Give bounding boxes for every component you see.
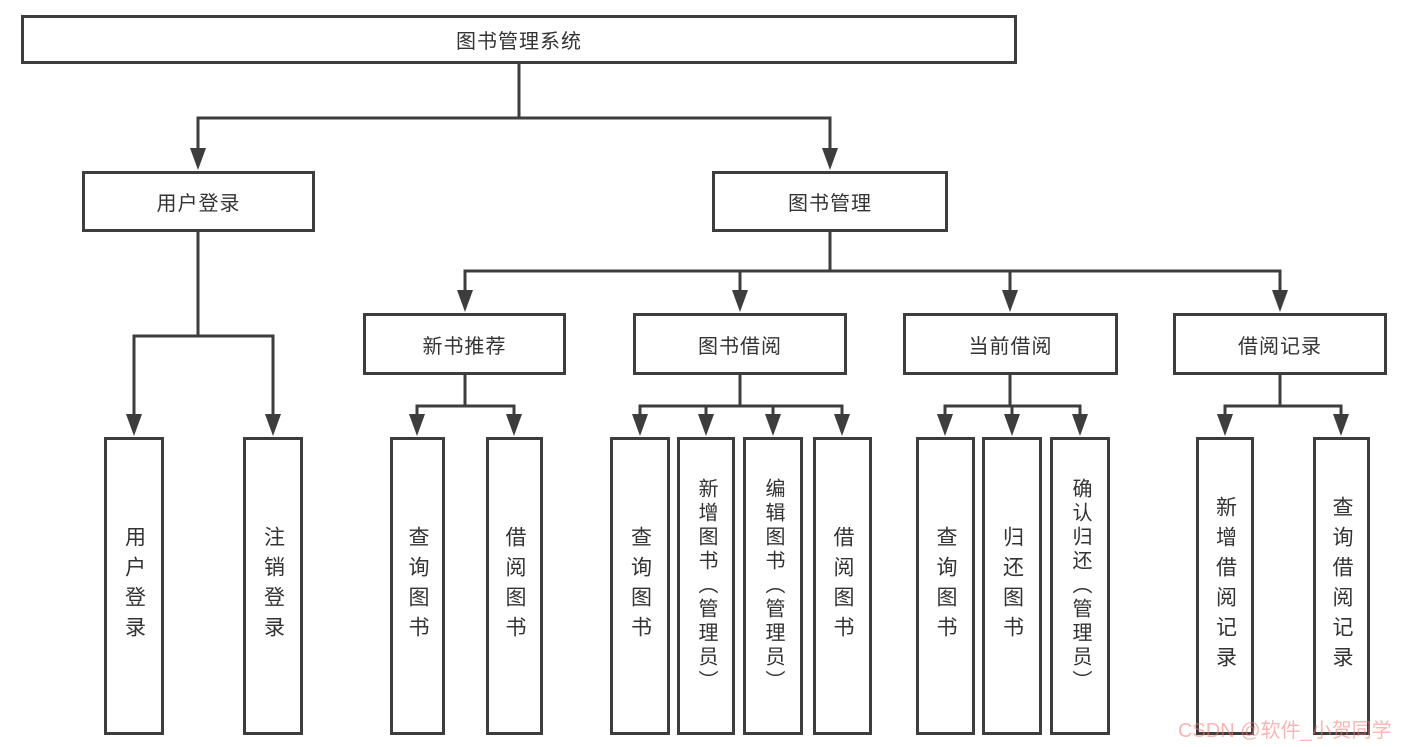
node-br-add: 新增借阅记录 [1196,437,1254,735]
node-nbr-borrow-label: 借阅图书 [503,526,526,646]
node-book-borrow: 图书借阅 [633,313,847,375]
node-root: 图书管理系统 [21,15,1017,64]
node-cb-confirm-label: 确认归还（管理员） [1069,478,1091,694]
node-nbr-query-label: 查询图书 [406,526,429,646]
node-cb-return: 归还图书 [982,437,1042,735]
watermark: CSDN @软件_小贺同学 [1178,720,1392,742]
node-cb-query-label: 查询图书 [934,526,957,646]
node-br-query: 查询借阅记录 [1313,437,1370,735]
node-br-add-label: 新增借阅记录 [1213,496,1237,676]
node-bb-borrow-label: 借阅图书 [831,526,854,646]
node-bb-edit-label: 编辑图书（管理员） [762,478,784,694]
node-new-book-rec: 新书推荐 [363,313,566,375]
edges-user-login-branch [126,230,281,436]
node-book-mgmt: 图书管理 [712,171,948,232]
edges-borrow-records-branch [1217,373,1349,436]
node-bb-query: 查询图书 [610,437,670,735]
node-book-mgmt-label: 图书管理 [788,193,872,215]
node-nbr-query: 查询图书 [390,437,445,735]
node-bb-borrow: 借阅图书 [813,437,872,735]
node-br-query-label: 查询借阅记录 [1330,496,1353,676]
node-current-borrow: 当前借阅 [903,313,1118,375]
node-bb-edit: 编辑图书（管理员） [743,437,803,735]
node-borrow-records: 借阅记录 [1173,313,1387,375]
node-current-borrow-label: 当前借阅 [968,335,1053,358]
node-root-label: 图书管理系统 [456,31,582,53]
node-bb-add-label: 新增图书（管理员） [695,478,717,694]
node-cb-return-label: 归还图书 [1000,526,1024,646]
node-book-borrow-label: 图书借阅 [698,335,782,358]
node-leaf-logout-label: 注销登录 [261,526,285,646]
node-user-login-label: 用户登录 [156,193,241,215]
node-leaf-logout: 注销登录 [243,437,303,735]
node-cb-query: 查询图书 [916,437,975,735]
node-leaf-user-login-label: 用户登录 [122,526,146,646]
node-borrow-records-label: 借阅记录 [1238,335,1322,358]
node-nbr-borrow: 借阅图书 [486,437,543,735]
node-bb-add: 新增图书（管理员） [677,437,735,735]
edges-new-book-rec-branch [409,373,522,436]
edges-current-borrow-branch [937,373,1088,436]
node-cb-confirm: 确认归还（管理员） [1050,437,1110,735]
node-user-login: 用户登录 [82,171,315,232]
node-bb-query-label: 查询图书 [628,526,652,646]
edges-book-borrow-branch [632,373,850,436]
edges-root-to-level2 [190,62,838,170]
edges-book-mgmt-branch [457,230,1288,312]
node-leaf-user-login: 用户登录 [104,437,164,735]
node-new-book-rec-label: 新书推荐 [422,335,507,358]
